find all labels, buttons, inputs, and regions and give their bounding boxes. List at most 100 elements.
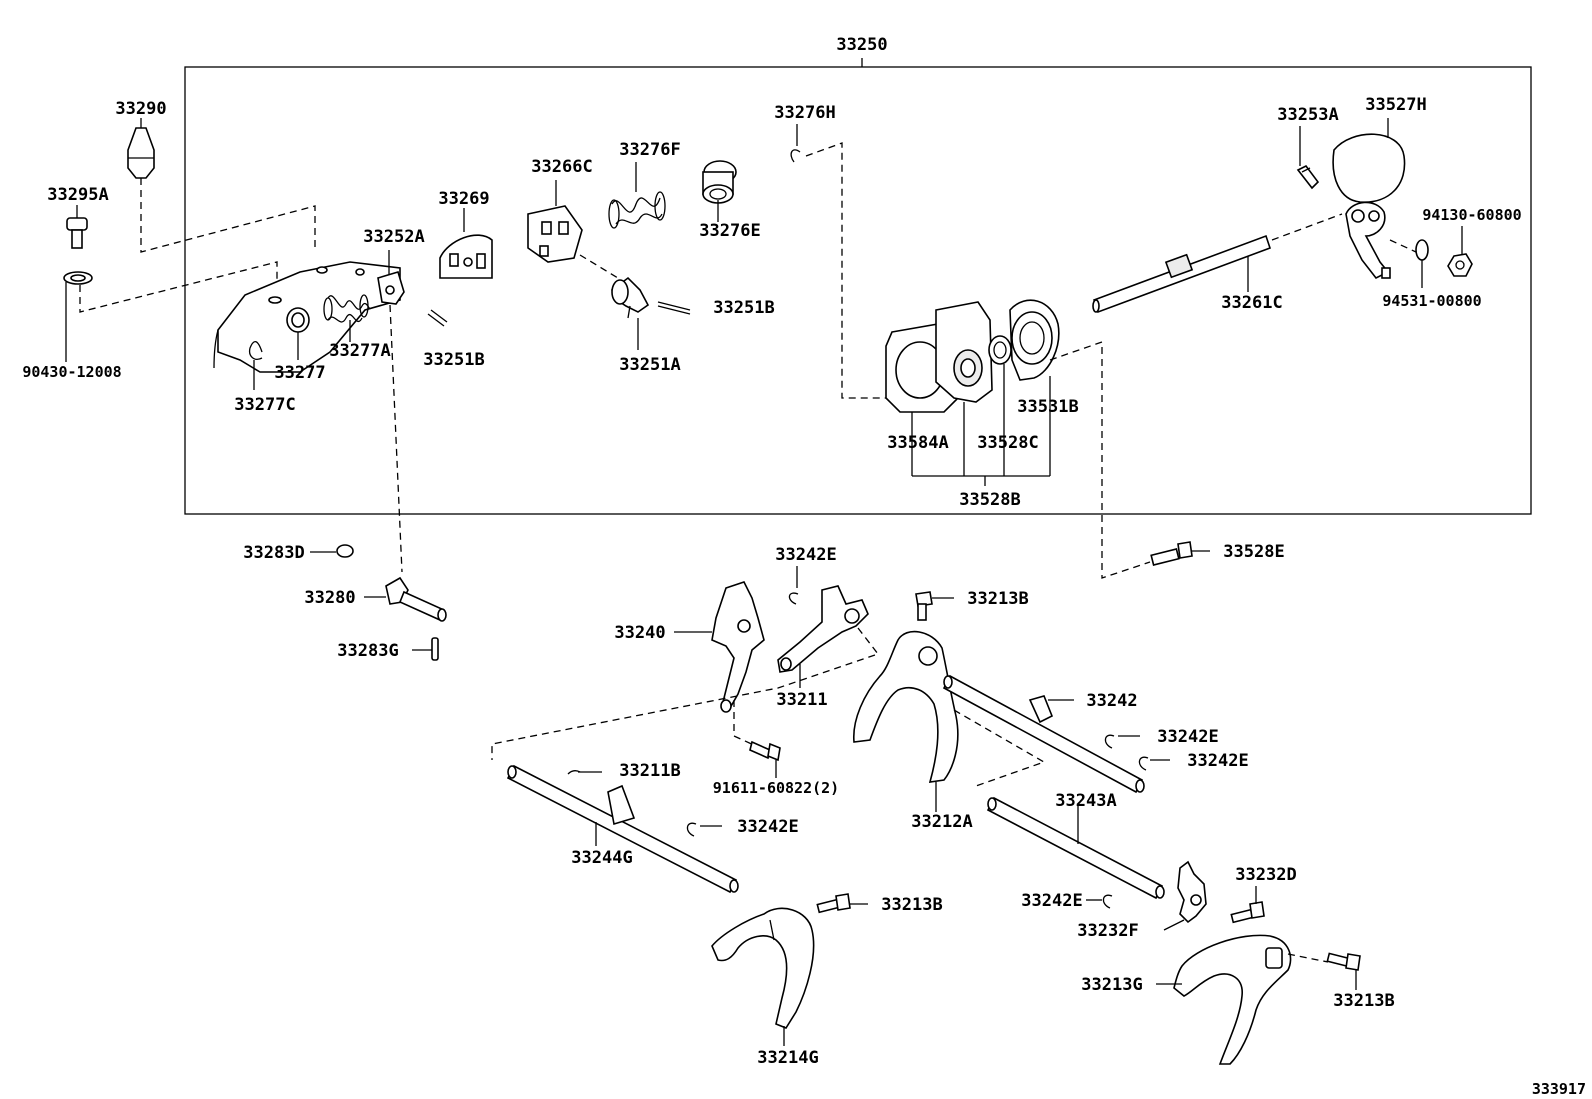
part-33242-fork-shaft[interactable] (942, 674, 1145, 794)
part-33276H-snap-ring[interactable] (790, 149, 801, 163)
part-33253A-bolt[interactable] (1296, 164, 1320, 190)
label-33253A[interactable]: 33253A (1277, 105, 1338, 125)
part-33213B-bolt-mid[interactable] (816, 893, 851, 914)
part-33261C-shift-shaft[interactable] (1092, 234, 1272, 314)
part-33242E-snap-ring-r1[interactable] (1104, 734, 1115, 749)
part-33242E-snap-ring-r2[interactable] (1138, 756, 1149, 771)
label-33528B[interactable]: 33528B (959, 490, 1020, 510)
part-33280-selector[interactable] (385, 576, 447, 622)
label-33528E[interactable]: 33528E (1223, 542, 1284, 562)
label-33252A[interactable]: 33252A (363, 227, 424, 247)
part-33242E-snap-ring-mid[interactable] (686, 822, 697, 837)
part-33212A-shift-fork[interactable] (853, 630, 959, 783)
label-33269[interactable]: 33269 (438, 189, 489, 209)
part-33232D-bolt[interactable] (1230, 901, 1265, 924)
label-33276H[interactable]: 33276H (774, 103, 835, 123)
label-33276F[interactable]: 33276F (619, 140, 680, 160)
label-33213B-low[interactable]: 33213B (1333, 991, 1394, 1011)
part-33277A-spring[interactable] (323, 294, 371, 323)
assembly-frame: 33250 (184, 35, 1532, 515)
part-33276F-spring[interactable] (608, 191, 666, 229)
part-33527H-knob[interactable] (1332, 133, 1406, 203)
label-33213G[interactable]: 33213G (1081, 975, 1142, 995)
label-94130-60800[interactable]: 94130-60800 (1422, 206, 1521, 224)
label-94531-00800[interactable]: 94531-00800 (1382, 292, 1481, 310)
label-33232F[interactable]: 33232F (1077, 921, 1138, 941)
label-33232D[interactable]: 33232D (1235, 865, 1296, 885)
label-33211[interactable]: 33211 (776, 690, 827, 710)
label-33213B-mid[interactable]: 33213B (881, 895, 942, 915)
label-33290[interactable]: 33290 (115, 99, 166, 119)
part-33528E-bolt[interactable] (1150, 541, 1193, 566)
label-33251B-left[interactable]: 33251B (423, 350, 484, 370)
part-91611-60822-bolt[interactable] (749, 740, 781, 762)
label-33277[interactable]: 33277 (274, 363, 325, 383)
part-33251B-pin-left[interactable] (427, 309, 448, 327)
label-33283G[interactable]: 33283G (337, 641, 398, 661)
label-33283D[interactable]: 33283D (243, 543, 304, 563)
part-33295A-plug[interactable] (66, 217, 88, 249)
label-33243A[interactable]: 33243A (1055, 791, 1116, 811)
part-33283G-pin[interactable] (431, 637, 439, 661)
label-33528C[interactable]: 33528C (977, 433, 1038, 453)
part-33277C-snap-ring[interactable] (248, 341, 263, 360)
part-90430-12008-gasket[interactable] (63, 271, 93, 285)
label-33242E-low[interactable]: 33242E (1021, 891, 1082, 911)
label-33261C[interactable]: 33261C (1221, 293, 1282, 313)
part-33232F-shift-head[interactable] (1177, 860, 1207, 924)
part-33283D-plug[interactable] (336, 544, 354, 558)
label-91611-60822[interactable]: 91611-60822(2) (713, 779, 839, 797)
label-33531B[interactable]: 33531B (1017, 397, 1078, 417)
label-33211B[interactable]: 33211B (619, 761, 680, 781)
diagram-reference-code: 333917 (1532, 1080, 1586, 1098)
part-33244G-fork-shaft[interactable] (506, 764, 739, 894)
label-33277A[interactable]: 33277A (329, 341, 390, 361)
part-94130-60800-nut[interactable] (1447, 253, 1473, 277)
label-33240[interactable]: 33240 (614, 623, 665, 643)
label-33251A[interactable]: 33251A (619, 355, 680, 375)
part-33269-plate[interactable] (439, 234, 493, 279)
part-33290-sensor[interactable] (127, 118, 155, 179)
label-33242[interactable]: 33242 (1086, 691, 1137, 711)
part-33528C-oil-seal[interactable] (988, 335, 1012, 365)
label-33527H[interactable]: 33527H (1365, 95, 1426, 115)
label-33280[interactable]: 33280 (304, 588, 355, 608)
part-33528-retainer[interactable] (935, 301, 993, 403)
label-33295A[interactable]: 33295A (47, 185, 108, 205)
label-90430-12008[interactable]: 90430-12008 (22, 363, 121, 381)
label-33266C[interactable]: 33266C (531, 157, 592, 177)
label-33251B-right[interactable]: 33251B (713, 298, 774, 318)
label-33212A[interactable]: 33212A (911, 812, 972, 832)
part-33276E-sleeve[interactable] (702, 160, 737, 204)
part-33531B-cover[interactable] (1009, 299, 1060, 381)
part-33211-shift-head[interactable] (777, 585, 869, 673)
label-33242E-r2[interactable]: 33242E (1187, 751, 1248, 771)
part-94531-00800-washer[interactable] (1415, 239, 1429, 261)
part-33213G-shift-fork[interactable] (1173, 934, 1292, 1065)
part-33243A-fork-shaft[interactable] (986, 796, 1165, 900)
label-33250[interactable]: 33250 (836, 35, 887, 55)
part-33251B-pin-right[interactable] (657, 301, 691, 315)
part-33242E-snap-ring-low[interactable] (1102, 894, 1113, 909)
label-33213B-top[interactable]: 33213B (967, 589, 1028, 609)
label-33242E-mid[interactable]: 33242E (737, 817, 798, 837)
label-33242E-r1[interactable]: 33242E (1157, 727, 1218, 747)
label-33244G[interactable]: 33244G (571, 848, 632, 868)
part-33213B-bolt-top[interactable] (915, 591, 933, 621)
label-33584A[interactable]: 33584A (887, 433, 948, 453)
part-33214G-shift-fork[interactable] (711, 907, 815, 1029)
part-33277-plug[interactable] (286, 307, 310, 333)
label-33276E[interactable]: 33276E (699, 221, 760, 241)
part-33211B-pin[interactable] (567, 770, 581, 775)
part-33242E-snap-ring-top[interactable] (788, 592, 799, 605)
label-33214G[interactable]: 33214G (757, 1048, 818, 1068)
part-33266C-bracket[interactable] (527, 205, 583, 263)
label-33242E-top[interactable]: 33242E (775, 545, 836, 565)
part-33252A-lever[interactable] (377, 271, 405, 305)
part-33251A-lever[interactable] (610, 276, 650, 319)
part-33213B-bolt-low[interactable] (1326, 952, 1361, 971)
part-33240-shift-head[interactable] (711, 581, 765, 713)
part-shift-lever-arm[interactable] (1345, 201, 1391, 280)
label-33277C[interactable]: 33277C (234, 395, 295, 415)
